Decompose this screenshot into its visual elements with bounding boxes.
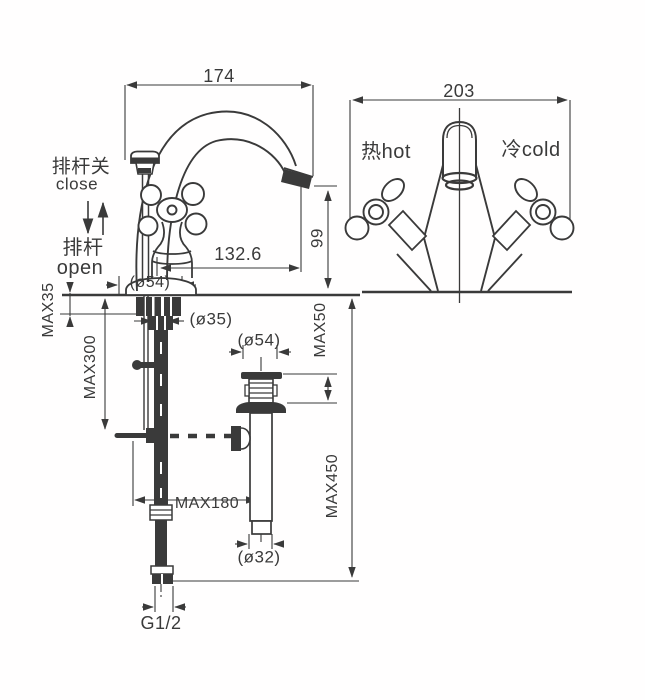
open-close-arrows (82, 201, 109, 235)
dim-max-rod-drop: MAX300 (82, 334, 99, 400)
spout-tip (281, 169, 312, 189)
dim-shank-diameter: (ø35) (189, 309, 233, 329)
label-lift-rod-open-en: open (56, 257, 104, 279)
label-lift-rod-close-zh: 排杆关 (51, 156, 111, 178)
label-lift-rod-close-en: close (55, 174, 99, 194)
extension-lines (60, 85, 571, 612)
dim-base-diameter: (ø54) (129, 274, 171, 291)
lift-rod-knob (130, 150, 160, 175)
dim-spout-reach: 132.6 (214, 244, 262, 264)
supply-pipe (149, 330, 174, 598)
cross-handle-front-right (514, 178, 575, 241)
dimension-lines (66, 81, 568, 611)
label-hot: 热hot (361, 141, 411, 163)
popup-linkage (114, 296, 231, 443)
dim-max-deck-thickness: MAX35 (40, 282, 57, 338)
dim-drain-flange-diameter: (ø54) (237, 330, 281, 350)
dim-max-rod-reach: MAX180 (174, 495, 240, 512)
front-view-drawing (344, 108, 575, 303)
handle-body (151, 221, 193, 278)
mounting-hardware (136, 297, 181, 330)
dim-drain-clamp-range: MAX50 (312, 302, 329, 358)
drain-assembly (231, 357, 286, 542)
dim-drain-pipe-diameter: (ø32) (237, 547, 281, 567)
dim-spout-height: 99 (307, 228, 327, 248)
cross-handle-side (137, 182, 208, 237)
dim-drain-overall-height: MAX450 (324, 453, 341, 519)
front-spout (441, 120, 478, 191)
dim-inlet-thread: G1/2 (140, 613, 182, 633)
dim-side-width: 174 (203, 66, 235, 86)
label-lift-rod-open-zh: 排杆 (62, 237, 104, 259)
dim-front-width: 203 (443, 81, 475, 101)
side-view-drawing (62, 110, 360, 598)
label-cold: 冷cold (501, 139, 561, 161)
cross-handle-front-left (344, 178, 405, 241)
